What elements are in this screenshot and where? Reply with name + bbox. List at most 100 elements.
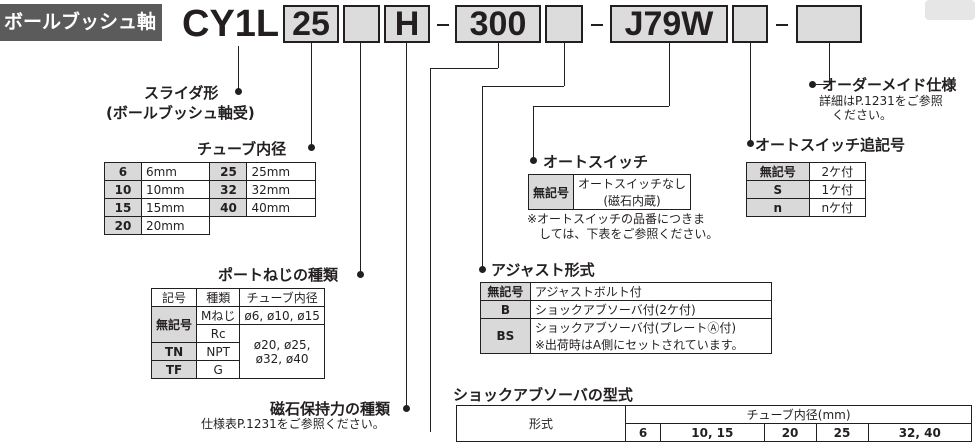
bore-code-box: 25	[283, 5, 339, 43]
slider-subtitle: (ボールブッシュ軸受)	[106, 104, 255, 122]
cell: 6	[624, 423, 662, 442]
port-title: ポートねじの種類	[218, 266, 339, 284]
cell: 10	[104, 180, 142, 199]
leader-adjust-h	[482, 86, 564, 87]
leader-dot	[479, 266, 486, 273]
cell: 10mm	[140, 180, 211, 199]
cell	[210, 217, 247, 235]
cell: 記号	[150, 288, 198, 307]
leader-dot	[530, 157, 537, 164]
cell: n	[746, 198, 810, 217]
cell: 25	[209, 162, 248, 181]
count-title: オートスイッチ追記号	[755, 136, 906, 154]
cell: 6	[104, 162, 142, 181]
leader-stroke-h	[430, 68, 498, 69]
leader-dot	[308, 144, 315, 151]
slider-title: スライダ形	[144, 84, 219, 102]
order-note-2: ください。	[832, 108, 893, 122]
leader-port	[360, 43, 361, 275]
switch-code-box: J79W	[610, 5, 728, 43]
cell: チューブ内径(mm)	[625, 405, 972, 424]
bore-title: チューブ内径	[197, 140, 287, 158]
leader-order	[829, 43, 830, 85]
cell: 25	[815, 423, 869, 442]
text: オートスイッチなし	[578, 177, 687, 191]
cell: 無記号	[480, 282, 531, 301]
leader-dot	[357, 271, 364, 278]
autoswitch-table: 無記号オートスイッチなし(磁石内蔵)	[527, 174, 692, 210]
leader-adjust	[482, 86, 483, 269]
cell: 32mm	[246, 180, 316, 199]
cell: ショックアブソーバ付(プレートⒶ付)※出荷時はA側にセットされています。	[529, 318, 773, 354]
leader-adjust-up	[564, 43, 565, 86]
leader-dot	[235, 88, 242, 95]
leader-dot	[747, 140, 754, 147]
cell: Rc	[196, 324, 241, 343]
cell: 15mm	[140, 198, 211, 217]
cell: 20	[763, 423, 817, 442]
leader-count	[750, 43, 751, 143]
cell: 32	[209, 180, 248, 199]
text: ø20, ø25,	[253, 337, 311, 352]
cell: 20mm	[140, 216, 211, 235]
cell: nケ付	[808, 198, 867, 217]
magnet-code-box: H	[384, 5, 430, 43]
leader-switch	[533, 106, 534, 161]
dash-3	[776, 24, 788, 26]
text: ※出荷時はA側にセットされています。	[534, 338, 744, 352]
leader-dot	[403, 405, 410, 412]
order-code-box	[796, 5, 862, 43]
product-image	[925, 0, 975, 20]
cell: B	[480, 300, 531, 319]
cell: 25mm	[246, 162, 316, 181]
order-note-1: 詳細はP.1231をご参照	[819, 94, 943, 108]
cell	[247, 217, 316, 235]
text: (磁石内蔵)	[603, 194, 661, 208]
cell: S	[746, 180, 810, 199]
adjust-code-box	[545, 5, 583, 43]
dash-2	[591, 24, 603, 26]
product-tag: ボールブッシュ軸受	[0, 4, 162, 70]
magnet-title: 磁石保持力の種類	[270, 400, 391, 418]
cell: ø20, ø25,ø32, ø40	[239, 324, 325, 379]
switch-count-box	[732, 5, 768, 43]
cell: ø6, ø10, ø15	[239, 306, 325, 325]
port-code-box	[343, 5, 380, 43]
cell: 1ケ付	[808, 180, 867, 199]
cell: 2ケ付	[808, 162, 867, 181]
leader-switch-h	[533, 106, 669, 107]
cell: アジャストボルト付	[529, 282, 773, 301]
cell: BS	[480, 318, 531, 354]
cell: 種類	[196, 288, 241, 307]
cell: 10, 15	[660, 423, 765, 442]
leader-order-h	[812, 84, 829, 85]
autoswitch-note-1: ※オートスイッチの品番につきま	[527, 212, 706, 226]
model-prefix: CY1L	[182, 3, 280, 45]
cell: NPT	[196, 342, 241, 361]
autoswitch-note-2: しては、下表をご参照ください。	[539, 227, 719, 241]
cell: Mねじ	[196, 306, 241, 325]
cell: 20	[104, 216, 142, 235]
text: ø32, ø40	[255, 351, 309, 366]
leader-magnet	[406, 43, 407, 409]
cell: 無記号	[150, 306, 198, 343]
cell: 15	[104, 198, 142, 217]
cell: 40mm	[246, 198, 316, 217]
cell: 無記号	[746, 162, 810, 181]
cell: 32, 40	[867, 423, 973, 442]
leader-stroke	[430, 68, 431, 432]
adjust-title: アジャスト形式	[491, 261, 595, 279]
leader-stroke-up	[498, 43, 499, 68]
cell: チューブ内径	[239, 288, 325, 307]
dash-1	[437, 24, 449, 26]
cell: オートスイッチなし (磁石内蔵)	[573, 174, 692, 210]
stroke-code-box: 300	[455, 5, 541, 43]
cell: ショックアブソーバ付(2ケ付)	[529, 300, 773, 319]
leader-switch-up	[669, 43, 670, 106]
magnet-note: 仕様表P.1231をご参照ください。	[201, 417, 385, 431]
order-title: オーダーメイド仕様	[822, 76, 957, 94]
